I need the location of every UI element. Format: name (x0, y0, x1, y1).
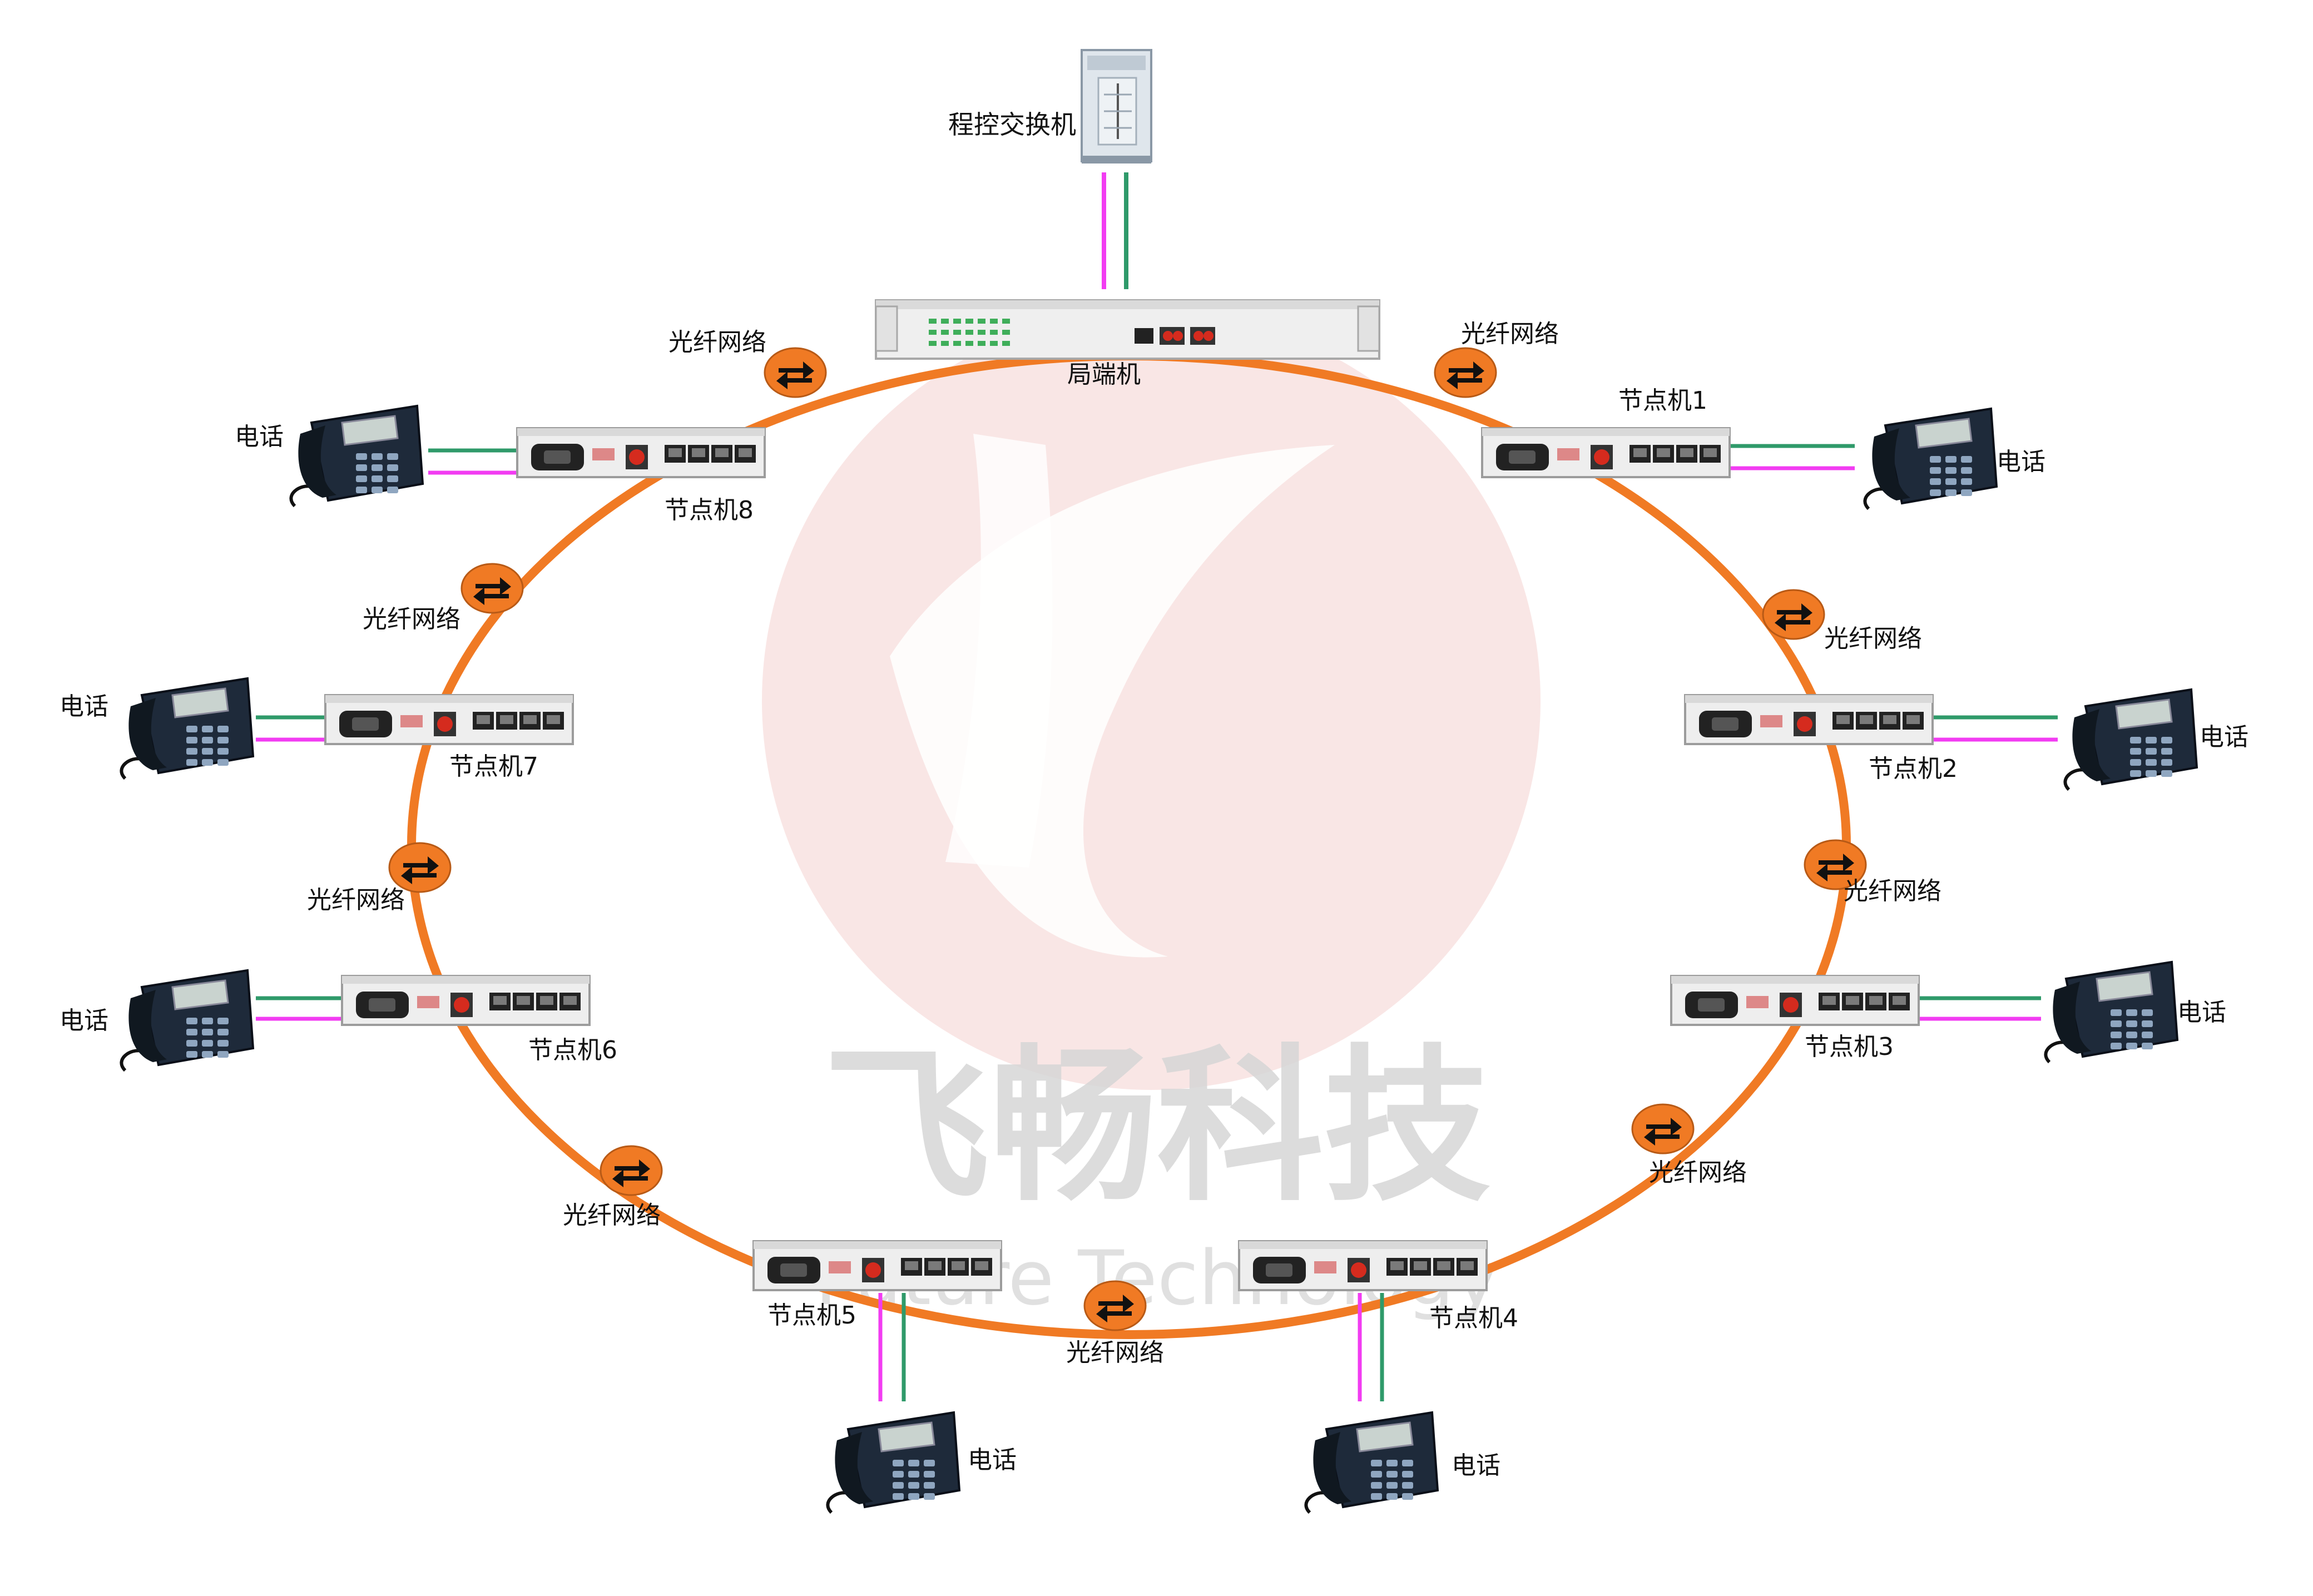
watermark-logo-circle (762, 311, 1541, 1090)
node-device-icon (1684, 694, 1934, 745)
fiber-network-icon (1434, 347, 1497, 398)
node-label: 节点机6 (528, 1036, 617, 1064)
node-label: 节点机8 (665, 496, 754, 524)
node-device-icon (341, 975, 591, 1026)
fiber-icons: 光纤网络光纤网络光纤网络光纤网络光纤网络光纤网络光纤网络光纤网络光纤网络 (307, 320, 1941, 1367)
fiber-network-icon (600, 1145, 663, 1196)
head-end-eth-port[interactable] (1135, 328, 1153, 344)
node-device-icon (1670, 975, 1920, 1026)
exchange-label: 程控交换机 (948, 110, 1076, 140)
phone-lines (256, 444, 2058, 1401)
node-label: 节点机7 (449, 752, 538, 781)
node-label: 节点机2 (1869, 755, 1958, 783)
fiber-network-icon (764, 347, 827, 398)
fiber-network-label: 光纤网络 (668, 328, 766, 356)
fiber-network-label: 光纤网络 (1844, 877, 1941, 905)
node-label: 节点机4 (1429, 1304, 1518, 1332)
phone-label: 电话 (968, 1446, 1017, 1474)
node-device-icon (1238, 1240, 1488, 1291)
fiber-network-icon (388, 842, 452, 893)
node-label: 节点机5 (767, 1301, 856, 1330)
fiber-network-label: 光纤网络 (307, 886, 405, 914)
fiber-network-label: 光纤网络 (1461, 320, 1559, 348)
phone-label: 电话 (60, 692, 108, 721)
phone-icon (2044, 960, 2179, 1064)
fiber-network-icon (1083, 1280, 1147, 1331)
node-devices: 节点机1 节点机2 节点机3 节点机4 节点机5 节点机6 节点机7 节点机8 (324, 386, 1958, 1332)
node-device-icon (324, 694, 574, 745)
fiber-network-icon (460, 563, 524, 614)
fiber-network-icon (1762, 589, 1825, 640)
fiber-network-label: 光纤网络 (1824, 624, 1922, 653)
phone-icon (1863, 407, 1998, 510)
phone-label: 电话 (1997, 448, 2045, 476)
watermark-logo-stroke (945, 434, 1053, 868)
phone-label: 电话 (2177, 998, 2226, 1027)
phone-label: 电话 (60, 1007, 108, 1035)
phone-icon (1304, 1411, 1439, 1514)
fiber-network-label: 光纤网络 (1066, 1339, 1164, 1367)
phone-icon (120, 677, 255, 780)
phone-icon (2063, 688, 2198, 791)
exchange-cabinet-icon (1081, 49, 1152, 163)
head-end-led-panel (929, 319, 1010, 346)
node-device-icon (516, 427, 766, 478)
phone-label: 电话 (235, 423, 284, 451)
fiber-network-icon (1631, 1103, 1695, 1154)
node-device-icon (1481, 427, 1731, 478)
watermark-title: 飞畅科技 (823, 1030, 1490, 1224)
node-device-icon (752, 1240, 1002, 1291)
node-label: 节点机1 (1618, 386, 1707, 415)
phone-icon (289, 404, 424, 508)
head-end-device (875, 299, 1380, 360)
phone-label: 电话 (2200, 723, 2248, 751)
node-label: 节点机3 (1805, 1033, 1894, 1061)
fiber-network-label: 光纤网络 (1649, 1158, 1747, 1187)
fiber-network-label: 光纤网络 (563, 1201, 661, 1230)
exchange-cabinet: 程控交换机 (948, 49, 1152, 289)
watermark: 飞畅科技 Future Technology (762, 311, 1541, 1322)
phone-label: 电话 (1452, 1451, 1500, 1480)
head-end-label: 局端机 (1067, 360, 1141, 389)
fiber-network-label: 光纤网络 (363, 605, 460, 633)
phone-icon (826, 1411, 961, 1514)
fiber-network-icon (1804, 839, 1867, 890)
phone-icon (120, 969, 255, 1072)
